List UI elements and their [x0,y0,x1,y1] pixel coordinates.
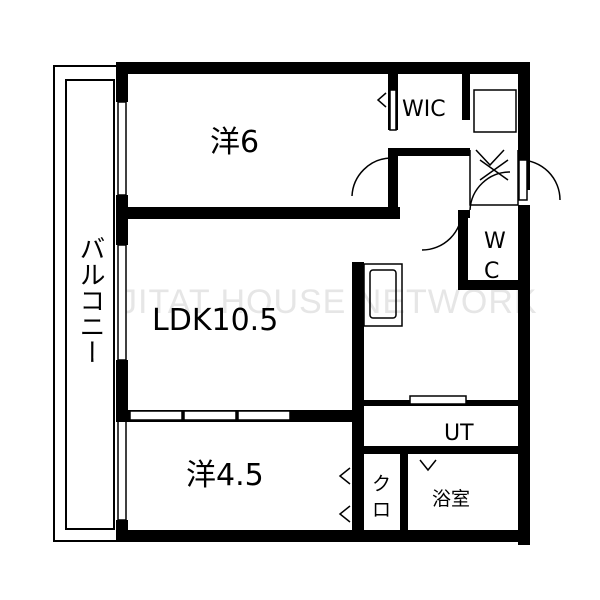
room-label-western-4-5: 洋4.5 [186,458,264,493]
room-label-balcony: バルコニー [75,235,105,365]
left-windows [117,101,127,521]
ut-door [409,395,467,405]
room-label-ut: UT [444,421,474,446]
room-label-bath: 浴室 [432,488,470,510]
room-label-ldk: LDK10.5 [152,303,278,338]
room-label-closet-ku: ク [372,473,391,495]
kitchen-sink [363,263,403,327]
bath-door [419,459,437,472]
room-label-wic: WIC [402,97,446,122]
room-label-wc-w: W [484,229,506,254]
room-label-western-6: 洋6 [210,125,259,160]
wic-door [376,89,517,133]
room-label-wc-c: C [484,259,499,284]
hall-doors [351,149,561,251]
closet-doors [338,467,351,523]
sliding-door-ldk [129,410,291,421]
room-label-closet-ro: ロ [372,499,391,521]
